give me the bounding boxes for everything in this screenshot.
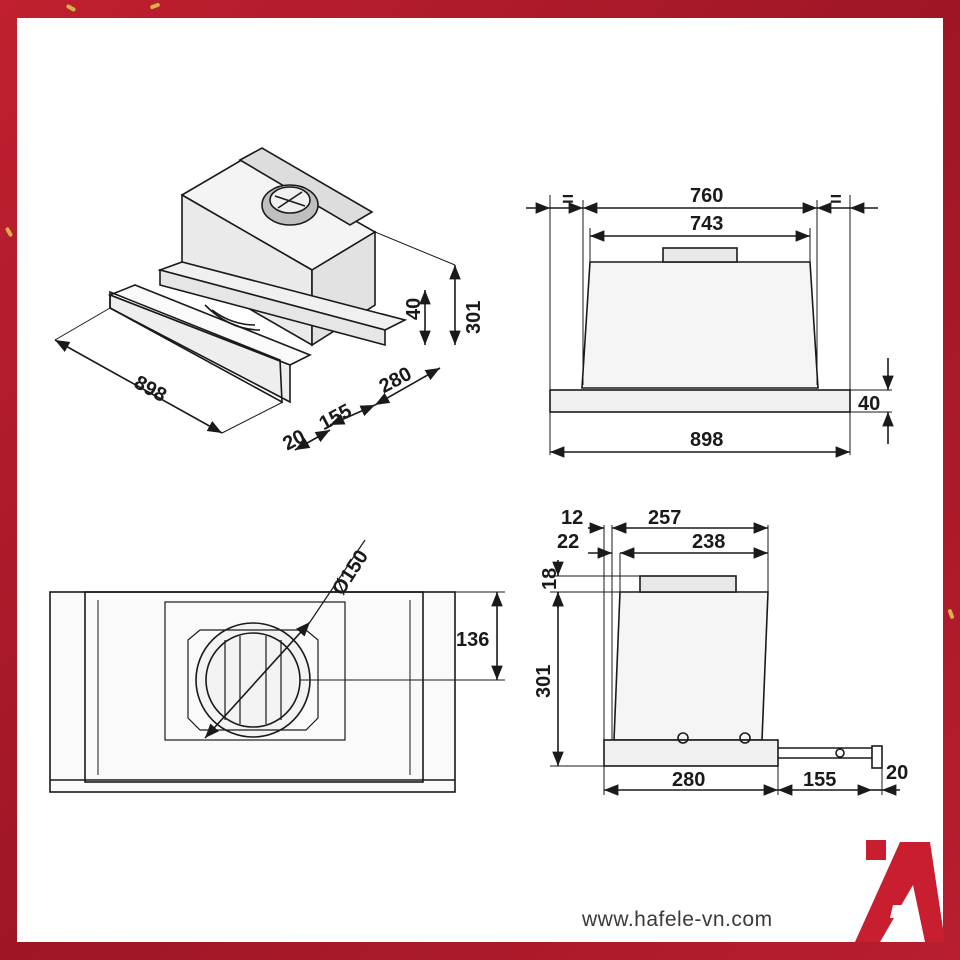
side-front-label: 20 (886, 762, 908, 784)
front-trim-label: 40 (858, 393, 880, 415)
side-12-label: 12 (561, 507, 583, 529)
bottom-view (49, 539, 505, 793)
front-inner-label: 743 (690, 213, 723, 235)
front-eq-left-label: = (562, 189, 574, 211)
front-overall-label: 760 (690, 185, 723, 207)
iso-drawer-label: 155 (316, 400, 356, 435)
front-view (526, 195, 894, 458)
side-height-label: 301 (533, 665, 555, 698)
front-width-label: 898 (690, 429, 723, 451)
side-238-label: 238 (692, 531, 725, 553)
side-drawer-label: 155 (803, 769, 836, 791)
iso-depth-label: 280 (376, 363, 416, 398)
side-depth-label: 280 (672, 769, 705, 791)
website-url[interactable]: www.hafele-vn.com (582, 908, 773, 931)
iso-trim-label: 40 (403, 298, 425, 320)
hafele-logo (855, 840, 945, 942)
side-22-label: 22 (557, 531, 579, 553)
iso-front-label: 20 (279, 425, 309, 455)
side-18-label: 18 (539, 568, 561, 590)
isometric-view (54, 147, 461, 451)
duct-offset-label: 136 (456, 629, 489, 651)
side-view (550, 522, 900, 796)
iso-height-label: 301 (463, 301, 485, 334)
front-eq-right-label: = (830, 189, 842, 211)
side-257-label: 257 (648, 507, 681, 529)
